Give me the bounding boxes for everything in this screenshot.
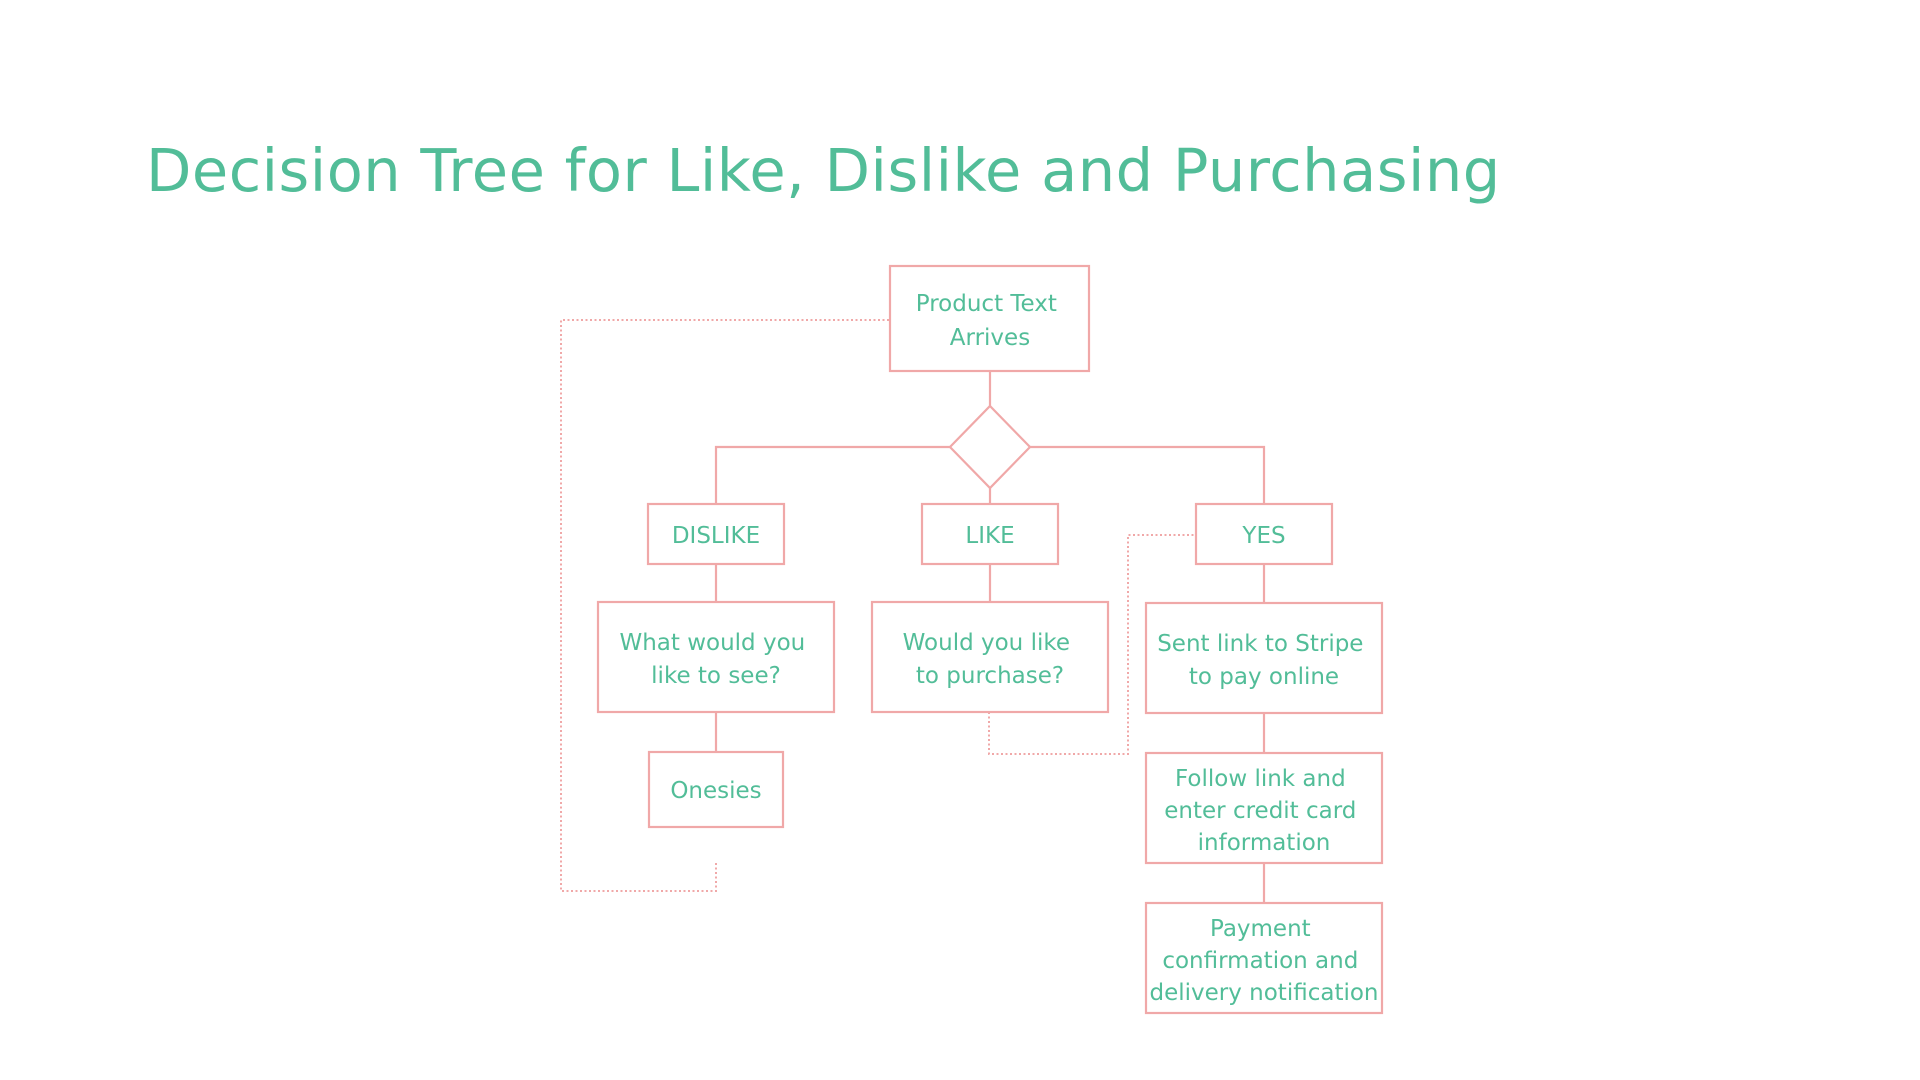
loop-onesies-to-start xyxy=(560,319,891,892)
node-like: LIKE xyxy=(920,502,1060,566)
node-payment-confirmation: Payment confirmation and delivery notifi… xyxy=(1144,901,1384,1015)
connector-decision-to-yes xyxy=(1030,445,1266,504)
node-product-text-arrives: Product Text Arrives xyxy=(888,264,1091,373)
node-label: What would you like to see? xyxy=(619,630,812,689)
decision-diamond xyxy=(948,404,1032,490)
node-dislike: DISLIKE xyxy=(646,502,786,566)
node-would-you-like-to-purchase: Would you like to purchase? xyxy=(870,600,1110,714)
node-onesies: Onesies xyxy=(647,750,785,829)
slide-title: Decision Tree for Like, Dislike and Purc… xyxy=(146,136,1501,205)
node-label: Payment confirmation and delivery notifi… xyxy=(1149,916,1378,1006)
node-label: YES xyxy=(1241,523,1285,549)
node-label: DISLIKE xyxy=(672,523,760,549)
node-label: Follow link and enter credit card inform… xyxy=(1164,766,1363,856)
node-sent-link-to-stripe: Sent link to Stripe to pay online xyxy=(1144,601,1384,715)
node-what-would-you-like-to-see: What would you like to see? xyxy=(596,600,836,714)
node-label: Sent link to Stripe to pay online xyxy=(1157,631,1371,690)
loop-purchase-to-yes xyxy=(988,534,1197,755)
node-label: Product Text Arrives xyxy=(916,291,1064,351)
connector-decision-to-dislike xyxy=(714,445,950,504)
node-label: LIKE xyxy=(965,523,1014,549)
node-follow-link-credit-card: Follow link and enter credit card inform… xyxy=(1144,751,1384,865)
node-label: Would you like to purchase? xyxy=(903,630,1078,689)
node-yes: YES xyxy=(1194,502,1334,566)
node-label: Onesies xyxy=(670,778,761,804)
